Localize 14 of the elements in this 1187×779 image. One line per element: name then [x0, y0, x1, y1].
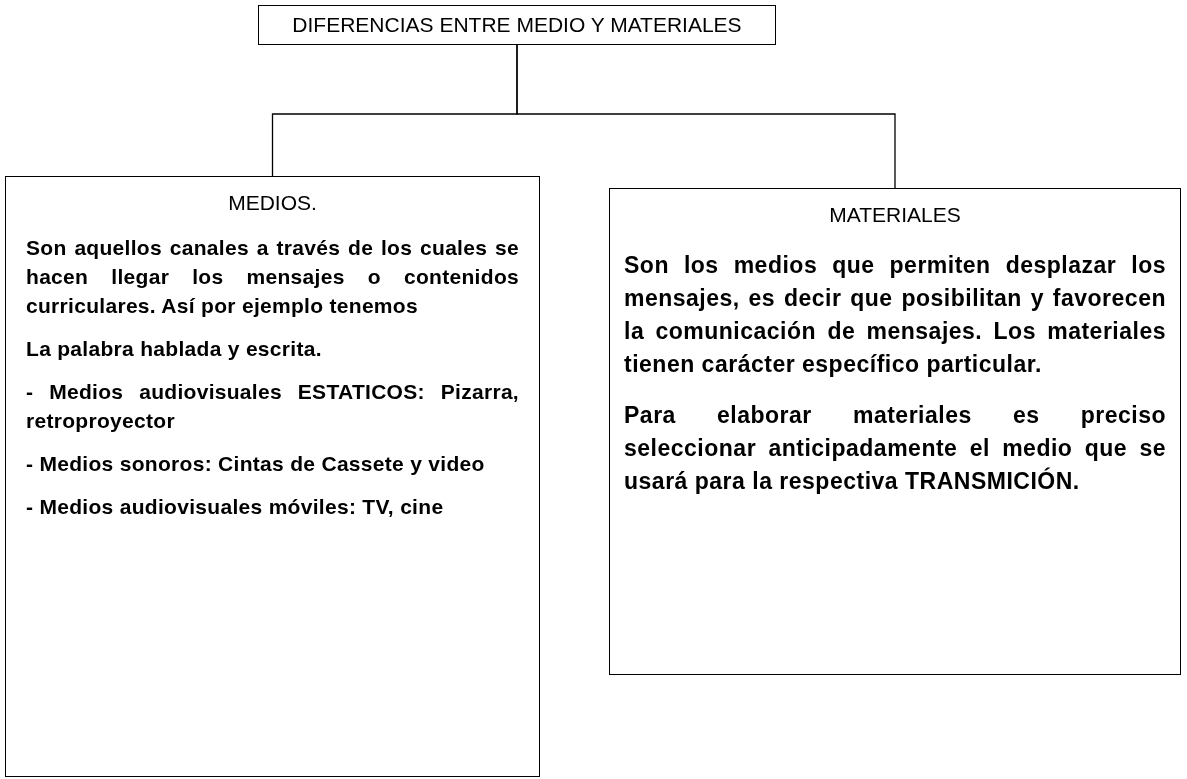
body-text: - Medios audiovisuales móviles: TV, cine — [26, 493, 445, 520]
body-text: Para elaborar materiales es preciso seleccionar anticipadamente el medio que se usará para la respectiva TRANSMICIÓN. — [624, 400, 1166, 496]
box-heading: MEDIOS. — [227, 190, 318, 216]
title-text: DIFERENCIAS ENTRE MEDIO Y MATERIALES — [292, 12, 742, 39]
body-text: - Medios audiovisuales ESTATICOS: Pizarra, retroproyector — [26, 378, 519, 434]
body-text: Son los medios que permiten desplazar los mensajes, es decir que posibilitan y favorecen la comunicación de mensajes. Los materiales tienen carácter específico particular. — [624, 250, 1166, 379]
connector-line — [516, 44, 896, 189]
content-box — [609, 188, 1181, 675]
body-text: Son aquellos canales a través de los cuales se hacen llegar los mensajes o contenidos curriculares. Así por ejemplo tenemos — [26, 234, 519, 319]
content-box — [5, 176, 540, 777]
title-box — [258, 5, 776, 45]
body-text: La palabra hablada y escrita. — [26, 335, 323, 362]
body-text: - Medios sonoros: Cintas de Cassete y video — [26, 450, 486, 477]
box-heading: MATERIALES — [828, 202, 962, 228]
